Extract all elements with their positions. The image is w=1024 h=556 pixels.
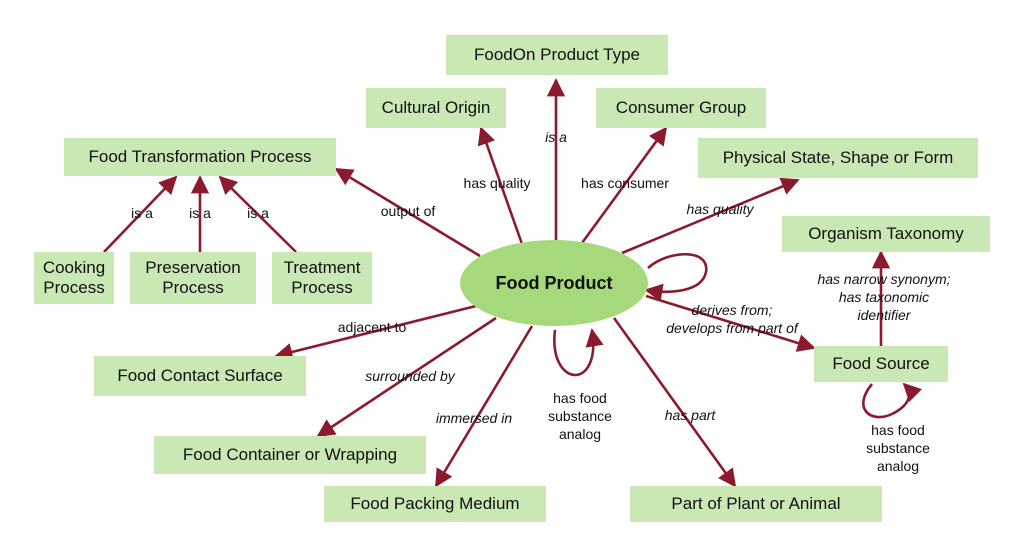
node-organism-taxonomy: Organism Taxonomy [782, 216, 990, 252]
label-surrounded-by: surrounded by [365, 368, 455, 384]
label-has-consumer: has consumer [581, 175, 669, 191]
arrow-has-part [612, 317, 737, 488]
node-preservation-process: Preservation Process [130, 252, 256, 304]
node-cooking-process: Cooking Process [34, 252, 114, 304]
arrow-is-a-cooking [103, 175, 178, 253]
arrow-output-of [334, 167, 481, 258]
label-has-part: has part [664, 407, 716, 423]
node-foodon-product-type: FoodOn Product Type [446, 35, 668, 75]
arrow-self-loop-substance-analog-center [553, 328, 604, 377]
node-food-container-or-wrapping: Food Container or Wrapping [154, 436, 426, 474]
node-food-transformation-process: Food Transformation Process [64, 138, 336, 176]
arrow-has-quality-cultural [477, 126, 524, 245]
label-is-a-preservation: is a [189, 205, 211, 221]
arrow-has-consumer [580, 126, 668, 244]
node-food-packing-medium: Food Packing Medium [324, 486, 546, 522]
label-has-food-substance-analog-center: has food substance analog [548, 390, 612, 442]
label-adjacent-to: adjacent to [337, 319, 407, 335]
arrow-derives-from [645, 294, 816, 352]
label-has-food-substance-analog-source: has food substance analog [866, 422, 930, 474]
node-food-product: Food Product [460, 240, 648, 326]
node-treatment-process: Treatment Process [272, 252, 372, 304]
arrow-is-a-treatment [218, 175, 297, 253]
label-derives-from: derives from; develops from part of [666, 302, 798, 336]
arrow-immersed-in [434, 325, 534, 488]
label-is-a-foodon: is a [545, 129, 567, 145]
node-food-contact-surface: Food Contact Surface [94, 356, 306, 396]
arrow-adjacent-to [274, 304, 477, 361]
node-food-source: Food Source [814, 346, 948, 382]
label-has-quality-cultural: has quality [463, 175, 531, 191]
label-has-narrow-synonym: has narrow synonym; has taxonomic identi… [817, 271, 951, 323]
arrow-self-loop-substance-analog-source [862, 382, 923, 419]
arrow-surrounded-by [316, 316, 497, 438]
label-is-a-treatment: is a [247, 205, 269, 221]
node-consumer-group: Consumer Group [596, 88, 766, 128]
label-immersed-in: immersed in [435, 410, 513, 426]
label-has-quality-physical: has quality [686, 201, 754, 217]
node-part-of-plant-or-animal: Part of Plant or Animal [630, 486, 882, 522]
arrow-has-quality-physical [621, 177, 800, 255]
node-physical-state-shape-or-form: Physical State, Shape or Form [698, 138, 978, 178]
label-output-of: output of [380, 203, 436, 219]
label-is-a-cooking: is a [131, 205, 153, 221]
arrow-self-loop-food-product [644, 252, 708, 302]
node-cultural-origin: Cultural Origin [366, 88, 506, 128]
